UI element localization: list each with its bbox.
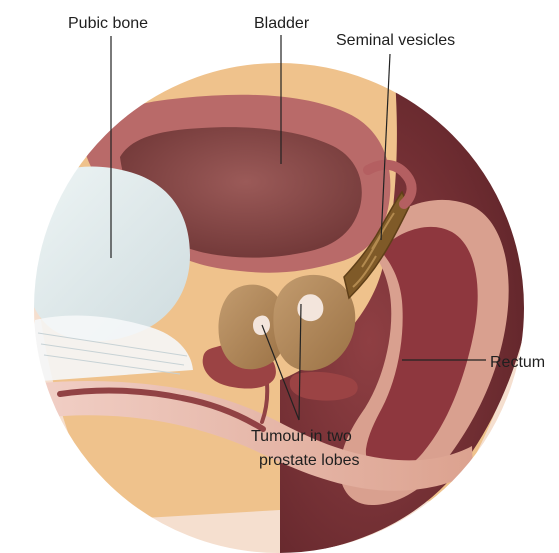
tumour-label-line-2: prostate lobes: [259, 452, 360, 469]
bladder-label: Bladder: [254, 15, 310, 32]
pubic-bone-label: Pubic bone: [68, 15, 148, 32]
rectum-label: Rectum: [490, 354, 545, 371]
pubic-bone-shape: [22, 166, 190, 341]
tumour-label-line-1: Tumour in two: [251, 428, 352, 445]
seminal-vesicles-label: Seminal vesicles: [336, 32, 455, 49]
